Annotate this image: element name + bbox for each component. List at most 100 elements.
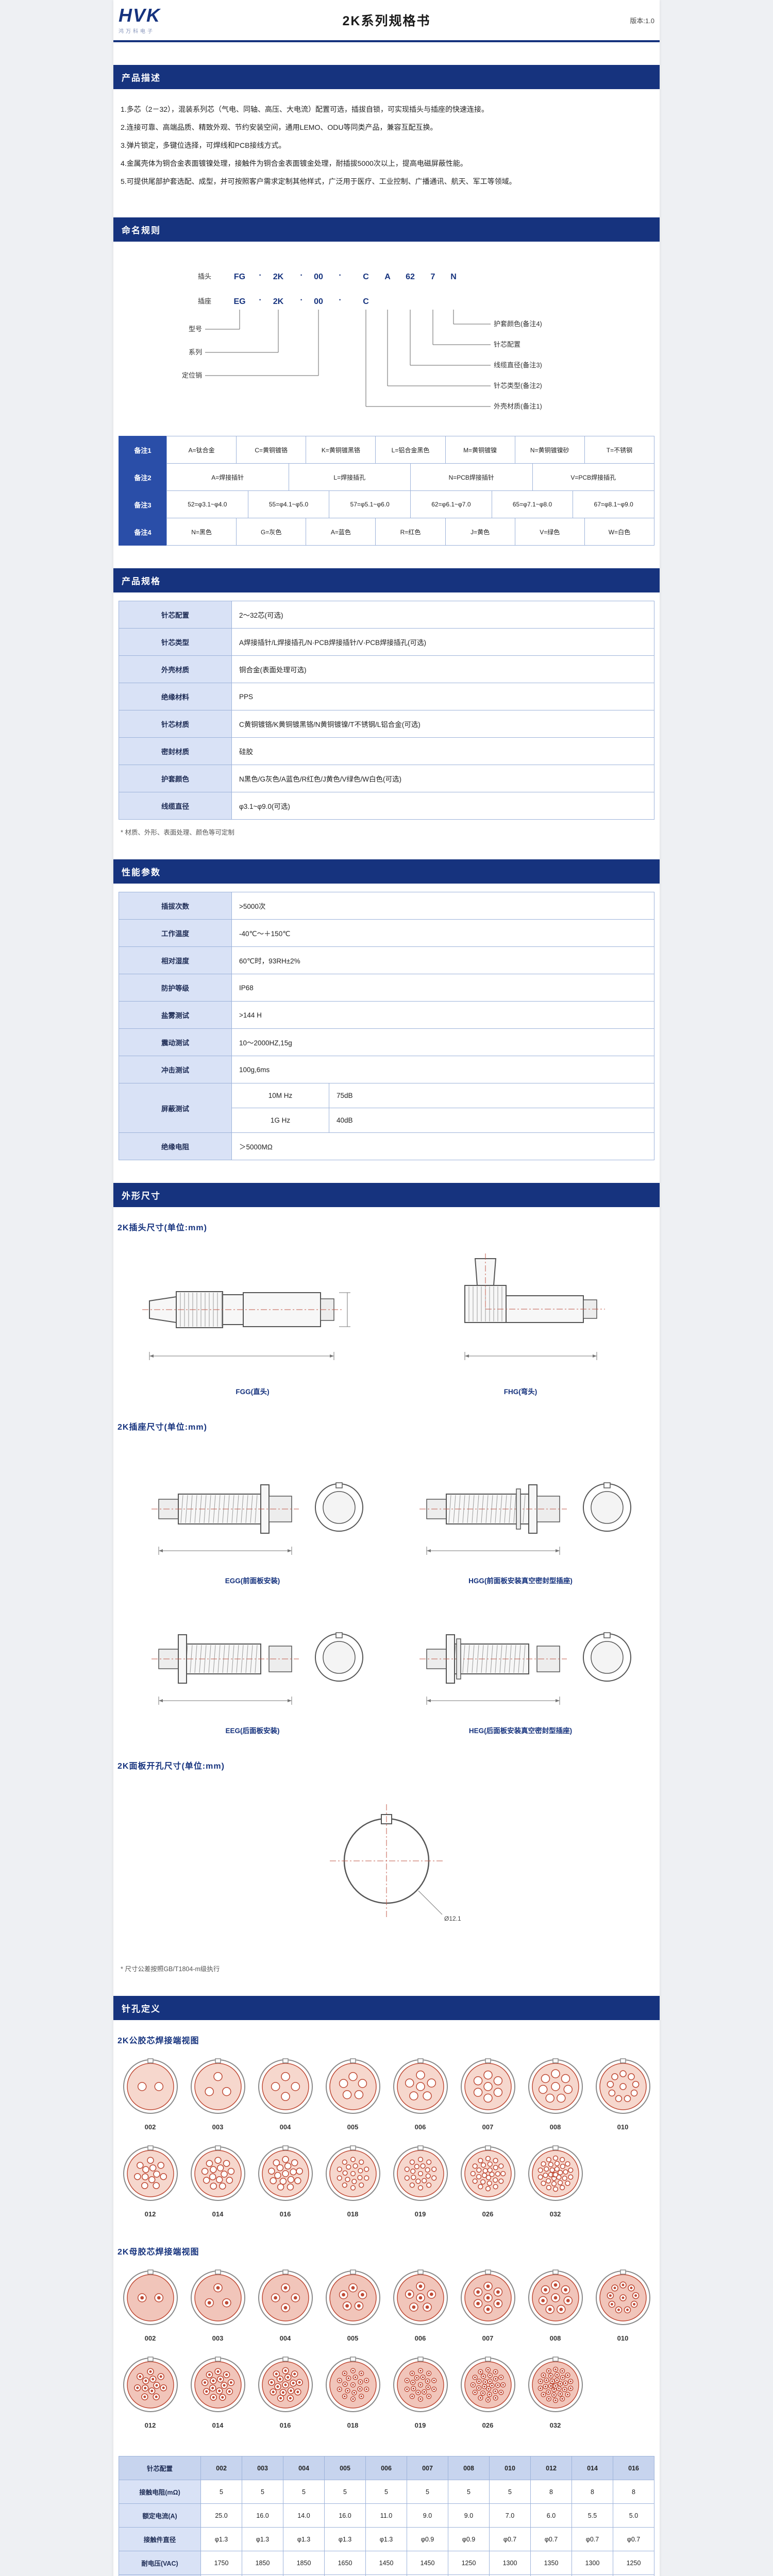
pin-insert-diagram: 032 — [522, 2142, 589, 2218]
note-cell: N=黄铜镀镍砂 — [514, 436, 585, 464]
matrix-cell: φ0.7 — [530, 2527, 572, 2551]
pin-insert-diagram: 006 — [386, 2055, 454, 2131]
version-label: 版本:1.0 — [630, 16, 654, 25]
table-row: 外壳材质铜合金(表面处理可选) — [119, 655, 654, 683]
plug-figures: FGG(直头) FHG(弯头) — [113, 1240, 660, 1406]
spec-label: 绝缘材料 — [119, 683, 232, 710]
note-cell: N=PCB焊接插针 — [410, 463, 533, 491]
svg-text:A: A — [384, 273, 391, 281]
perf-value: >5000次 — [231, 892, 654, 920]
svg-text:7: 7 — [431, 273, 435, 281]
figure-socket-heg: HEG(后面板安装真空密封型插座) — [397, 1600, 644, 1735]
pin-insert-diagram: 002 — [116, 2266, 184, 2342]
pin-insert-code: 032 — [549, 2210, 561, 2218]
note-cell: V=绿色 — [514, 518, 585, 546]
female-insert-008-icon — [524, 2266, 587, 2332]
matrix-cell: 1650 — [324, 2551, 366, 2575]
svg-text:护套颜色(备注4): 护套颜色(备注4) — [494, 320, 542, 328]
description-item: 5.可提供尾部护套选配、成型，并可按照客户需求定制其他样式，广泛用于医疗、工业控… — [121, 177, 516, 185]
matrix-cell: 1750 — [200, 2551, 242, 2575]
svg-text:线缆直径(备注3): 线缆直径(备注3) — [494, 361, 542, 369]
logo-subtext: 鸿万科电子 — [119, 28, 155, 35]
matrix-cell: 008 — [448, 2456, 490, 2480]
description-item: 2.连接可靠、高端品质、精致外观、节约安装空间，通用LEMO、ODU等同类产品，… — [121, 123, 438, 131]
matrix-cell: 1850 — [242, 2551, 283, 2575]
matrix-cell: 5.0 — [613, 2503, 654, 2528]
table-row: 绝缘电阻＞5000MΩ — [119, 1132, 654, 1160]
spec-value: 2～32芯(可选) — [231, 601, 654, 629]
note-cell: W=白色 — [584, 518, 654, 546]
pin-insert-code: 012 — [144, 2421, 156, 2429]
figure-plug-elbow: FHG(弯头) — [402, 1250, 639, 1396]
pin-insert-diagram: 004 — [251, 2055, 319, 2131]
section-title-dimensions: 外形尺寸 — [113, 1183, 660, 1207]
pin-insert-code: 016 — [279, 2210, 291, 2218]
figure-caption: FGG(直头) — [236, 1388, 270, 1396]
note-cell: R=红色 — [375, 518, 446, 546]
svg-text:00: 00 — [314, 297, 323, 306]
figure-panel-cutout: Ø12.1 — [304, 1789, 469, 1946]
description-item: 1.多芯（2－32），混装系列芯（气电、同轴、高压、大电流）配置可选，插拔自锁，… — [121, 105, 489, 113]
svg-text:插头: 插头 — [198, 273, 211, 280]
plug-dimensions-title: 2K插头尺寸(单位:mm) — [117, 1224, 207, 1232]
socket-dimensions-title: 2K插座尺寸(单位:mm) — [117, 1423, 207, 1432]
figure-caption: EGG(前面板安装) — [225, 1577, 280, 1585]
spec-label: 线缆直径 — [119, 792, 232, 820]
matrix-cell: 005 — [324, 2456, 366, 2480]
pin-insert-diagram: 019 — [386, 2353, 454, 2429]
matrix-row-label: 针芯配置 — [119, 2456, 201, 2480]
plug-elbow-drawing — [402, 1250, 639, 1382]
matrix-cell: 16.0 — [324, 2503, 366, 2528]
matrix-cell: 5 — [242, 2480, 283, 2504]
pin-insert-code: 004 — [279, 2334, 291, 2342]
note-label: 备注2 — [119, 463, 167, 491]
matrix-cell: 016 — [613, 2456, 654, 2480]
socket-eeg-drawing — [129, 1600, 376, 1721]
matrix-cell: 5 — [489, 2480, 531, 2504]
perf-frequency: 1G Hz — [231, 1108, 329, 1133]
pin-insert-diagram: 026 — [454, 2353, 522, 2429]
male-insert-003-icon — [187, 2055, 249, 2121]
pin-insert-diagram: 026 — [454, 2142, 522, 2218]
perf-label: 插拔次数 — [119, 892, 232, 920]
female-insert-007-icon — [457, 2266, 519, 2332]
note-cell: T=不锈钢 — [584, 436, 654, 464]
svg-text:系列: 系列 — [189, 348, 202, 356]
spec-value: PPS — [231, 683, 654, 710]
matrix-cell: 5 — [407, 2480, 448, 2504]
matrix-cell: 1450 — [365, 2551, 407, 2575]
pin-insert-diagram: 014 — [184, 2142, 251, 2218]
pin-insert-diagram: 005 — [319, 2055, 386, 2131]
perf-value: IP68 — [231, 974, 654, 1002]
svg-text:Ø12.1: Ø12.1 — [444, 1915, 461, 1922]
pin-insert-diagram: 016 — [251, 2142, 319, 2218]
pin-insert-diagram: 014 — [184, 2353, 251, 2429]
perf-value: 40dB — [329, 1108, 654, 1133]
note-cell: L=铝合金黑色 — [375, 436, 446, 464]
pin-insert-code: 018 — [347, 2210, 359, 2218]
spec-label: 针芯材质 — [119, 710, 232, 738]
table-row: 工作温度-40℃～＋150℃ — [119, 919, 654, 947]
pin-insert-diagram: 008 — [522, 2055, 589, 2131]
matrix-cell: 006 — [365, 2456, 407, 2480]
male-insert-032-icon — [524, 2142, 587, 2208]
note-cell: A=焊接插针 — [166, 463, 289, 491]
female-insert-032-icon — [524, 2353, 587, 2419]
female-insert-004-icon — [254, 2266, 317, 2332]
female-insert-005-icon — [322, 2266, 384, 2332]
document-header: HVK 鸿万科电子 2K系列规格书 版本:1.0 — [113, 0, 660, 42]
